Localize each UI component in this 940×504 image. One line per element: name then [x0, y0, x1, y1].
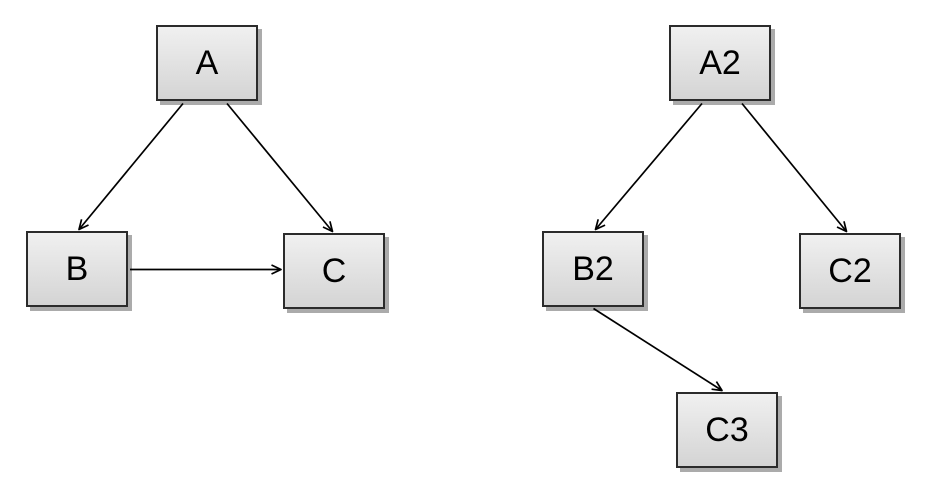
node-C[interactable]: C [283, 233, 385, 309]
node-A2[interactable]: A2 [669, 25, 771, 101]
edge-B2-C3 [593, 307, 723, 392]
edge-A-B [78, 102, 184, 231]
node-B[interactable]: B [26, 231, 128, 307]
node-A-label: A [195, 44, 219, 82]
edge-A-C [226, 102, 334, 233]
node-C2-label: C2 [828, 252, 872, 290]
edge-A2-C2 [741, 102, 848, 233]
node-C3[interactable]: C3 [676, 392, 778, 468]
node-C3-label: C3 [705, 411, 749, 449]
node-B2[interactable]: B2 [542, 231, 644, 307]
node-B-label: B [65, 250, 89, 288]
node-C2[interactable]: C2 [799, 233, 901, 309]
node-A2-label: A2 [699, 44, 741, 82]
node-A[interactable]: A [156, 25, 258, 101]
node-C-label: C [321, 252, 347, 290]
node-B2-label: B2 [572, 250, 614, 288]
edge-A2-B2 [594, 102, 703, 231]
